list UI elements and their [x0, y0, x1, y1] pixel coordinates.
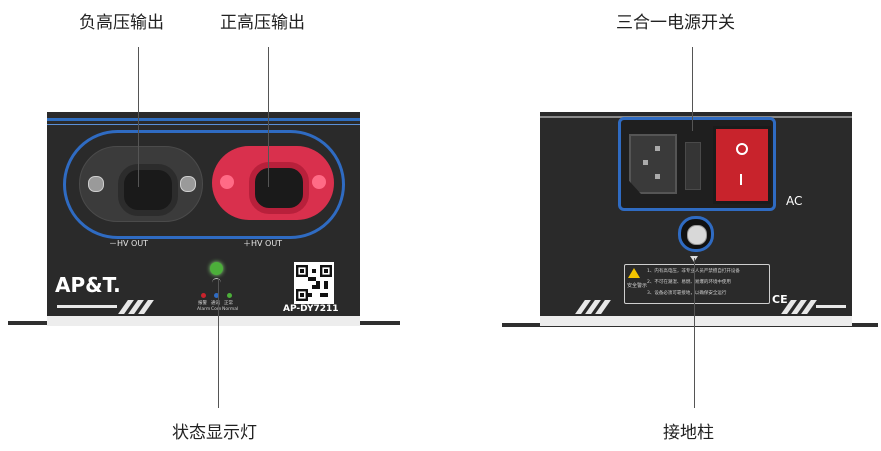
brand-logo: AP&T.: [55, 273, 121, 297]
power-switch-leader: [692, 47, 693, 131]
on-symbol: [740, 174, 742, 185]
brand-stripes: [57, 300, 207, 314]
power-switch-callout: 三合一电源开关: [616, 13, 735, 33]
front-panel: －HV OUT ＋HV OUT AP&T. 报警 通讯 正常 Alarm Com…: [47, 112, 360, 326]
neg-terminal-hole: [118, 164, 178, 216]
normal-led-dot: [227, 293, 232, 298]
ground-post[interactable]: [678, 216, 714, 252]
power-module: [618, 117, 776, 211]
front-top-stripe-thin: [47, 124, 360, 125]
normal-label-en: Normal: [222, 307, 239, 312]
pos-output-leader: [268, 47, 269, 187]
off-symbol: [736, 143, 748, 155]
ground-post-callout: 接地柱: [663, 423, 714, 443]
neg-output-leader: [138, 47, 139, 187]
bottom-band: [47, 316, 360, 326]
rear-stripes-left: [570, 300, 630, 314]
neg-screw-right: [180, 176, 196, 192]
neg-screw-left: [88, 176, 104, 192]
fuse-holder: [685, 142, 701, 190]
ac-label: AC: [786, 194, 803, 208]
status-light-callout: 状态显示灯: [172, 423, 257, 443]
power-rocker-switch[interactable]: [713, 126, 771, 204]
pos-terminal-hole: [249, 162, 309, 214]
pos-screw-left: [220, 175, 234, 189]
model-number: AP-DY7211: [283, 304, 339, 314]
com-led-dot: [214, 293, 219, 298]
iec-inlet: [629, 134, 677, 194]
warning-item-1: 1、内有高电压，非专业人员严禁擅自打开设备: [647, 268, 740, 274]
status-led: [210, 262, 223, 275]
alarm-led-dot: [201, 293, 206, 298]
normal-label: 正常: [224, 301, 233, 306]
neg-hv-out-label: －HV OUT: [109, 239, 149, 248]
warning-title: 安全警示: [627, 283, 648, 289]
wireless-icon: [212, 278, 221, 284]
warning-item-3: 3、设备必须可靠接地，以确保安全运行: [647, 291, 727, 296]
pos-screw-right: [312, 175, 326, 189]
warning-triangle-icon: [628, 268, 640, 278]
front-top-stripe: [47, 118, 360, 121]
rear-bottom-band: [540, 316, 852, 326]
warning-item-2: 2、不可在潮湿、易燃、易爆的环境中使用: [647, 280, 731, 285]
ground-post-leader: [694, 258, 695, 408]
rear-panel: AC 安全警示 1、内有高电压，非专业人员严禁擅自打开设备 2、不可在潮湿、易燃…: [540, 112, 852, 326]
pos-output-callout: 正高压输出: [220, 13, 305, 33]
pos-hv-terminal: [212, 146, 334, 220]
ce-mark: CE: [772, 293, 788, 306]
neg-hv-terminal: [79, 146, 203, 222]
com-label: 通讯: [211, 301, 220, 306]
terminal-ring: [63, 130, 345, 239]
status-light-leader: [218, 278, 219, 408]
warning-label: 安全警示 1、内有高电压，非专业人员严禁擅自打开设备 2、不可在潮湿、易燃、易爆…: [624, 264, 770, 304]
pos-hv-out-label: ＋HV OUT: [243, 239, 283, 248]
qr-code: [294, 262, 334, 304]
rear-stripes-right: [781, 300, 846, 314]
neg-output-callout: 负高压输出: [79, 13, 164, 33]
com-label-en: Com: [211, 307, 222, 312]
alarm-label-en: Alarm: [197, 307, 211, 312]
alarm-label: 报警: [198, 301, 207, 306]
